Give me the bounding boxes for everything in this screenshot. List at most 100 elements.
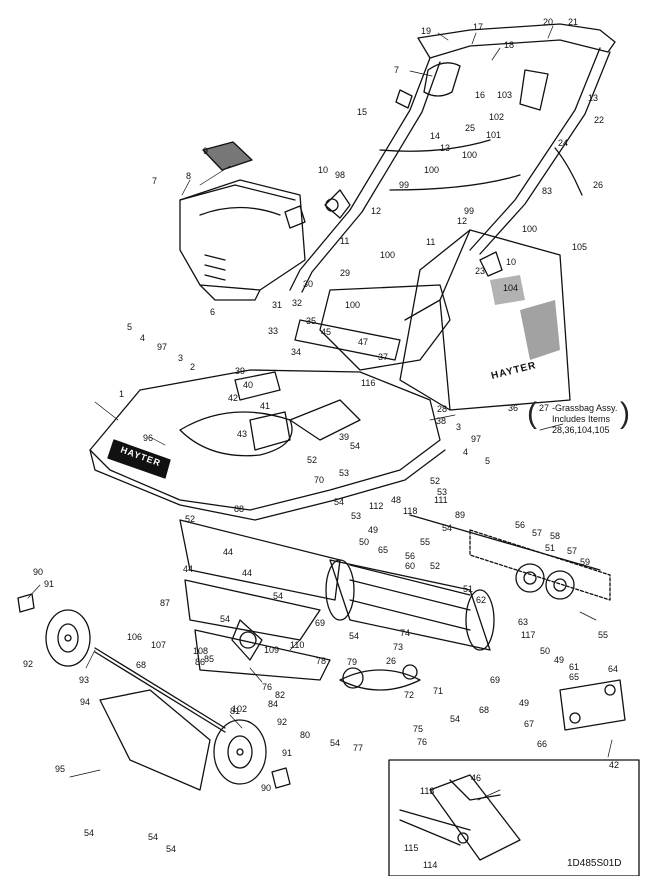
callout-label: 6 (210, 307, 216, 317)
callout-label: 52 (430, 561, 441, 571)
callout-label: 41 (260, 401, 271, 411)
callout-label: 94 (80, 697, 91, 707)
callout-label: 99 (464, 206, 475, 216)
callout-label: 115 (404, 843, 419, 853)
callout-label: 90 (33, 567, 44, 577)
callout-label: 61 (569, 662, 580, 672)
callout-label: 79 (347, 657, 358, 667)
callout-label: 54 (166, 844, 177, 854)
callout-label: 91 (44, 579, 55, 589)
callout-label: 69 (490, 675, 501, 685)
callout-label: 22 (594, 115, 605, 125)
callout-label: 96 (143, 433, 154, 443)
callout-label: 52 (185, 514, 196, 524)
callout-label: 56 (515, 520, 526, 530)
callout-label: 30 (303, 279, 314, 289)
callout-label: 53 (437, 487, 448, 497)
callout-label: 38 (436, 416, 447, 426)
callout-label: 51 (463, 584, 474, 594)
deck-chassis (89, 369, 446, 521)
callout-label: 42 (228, 393, 239, 403)
callout-label: 113 (420, 786, 435, 796)
callout-label: 35 (306, 316, 317, 326)
callout-label: 71 (433, 686, 444, 696)
callout-label: 92 (277, 717, 288, 727)
callout-label: 3 (178, 353, 184, 363)
callout-label: 50 (540, 646, 551, 656)
callout-label: 8 (186, 171, 192, 181)
callout-label: 62 (476, 595, 487, 605)
callout-label: 1 (119, 389, 125, 399)
callout-label: 48 (391, 495, 402, 505)
callout-label: 110 (290, 640, 305, 650)
callout-label: 118 (403, 506, 418, 516)
callout-label: 54 (450, 714, 461, 724)
callout-label: 57 (567, 546, 578, 556)
wheels-axle (17, 593, 291, 791)
callout-label: 93 (79, 675, 90, 685)
callout-label: 60 (405, 561, 416, 571)
callout-label: 112 (369, 501, 384, 511)
callout-label: 107 (151, 640, 167, 650)
callout-label: 14 (430, 131, 441, 141)
cutting-cylinder (325, 514, 626, 731)
callout-label: 19 (421, 26, 432, 36)
callout-label: 49 (368, 525, 379, 535)
callout-label: 15 (357, 107, 368, 117)
callout-label: 83 (542, 186, 553, 196)
callout-label: 31 (272, 300, 283, 310)
callout-label: 54 (220, 614, 231, 624)
callout-label: 91 (282, 748, 293, 758)
callout-label: 11 (426, 237, 436, 247)
callout-label: 5 (127, 322, 133, 332)
callout-label: 7 (394, 65, 400, 75)
detail-inset (388, 759, 640, 876)
callout-label: 65 (378, 545, 389, 555)
callout-label: 63 (518, 617, 529, 627)
callout-label: 116 (361, 378, 376, 388)
callout-label: 100 (462, 150, 478, 160)
callout-label: 12 (457, 216, 468, 226)
callout-label: 109 (264, 645, 280, 655)
callout-label: 70 (314, 475, 325, 485)
callout-label: 55 (420, 537, 431, 547)
callout-label: 89 (455, 510, 466, 520)
callout-label: 92 (23, 659, 34, 669)
callout-label: 54 (273, 591, 284, 601)
callout-label: 25 (465, 123, 476, 133)
callout-label: 23 (475, 266, 486, 276)
callout-label: 34 (291, 347, 302, 357)
open-bracket-glyph: ( (527, 397, 537, 430)
callout-label: 78 (316, 656, 327, 666)
callout-label: 29 (340, 268, 351, 278)
callout-label: 54 (442, 523, 453, 533)
callout-label: 97 (471, 434, 482, 444)
callout-label: 53 (351, 511, 362, 521)
callout-label: 43 (237, 429, 248, 439)
callout-label: 47 (358, 337, 369, 347)
callout-label: 80 (300, 730, 311, 740)
callout-label: 65 (569, 672, 580, 682)
callout-label: 44 (242, 568, 253, 578)
callout-label: 52 (430, 476, 441, 486)
callout-label: 3 (456, 422, 462, 432)
callout-label: 9 (203, 146, 209, 156)
callout-label: 57 (532, 528, 543, 538)
grassbag (294, 229, 571, 411)
callout-label: 68 (479, 705, 490, 715)
callout-label: 100 (522, 224, 538, 234)
handle-assembly (289, 23, 616, 293)
callout-label: 76 (417, 737, 428, 747)
callout-label: 37 (378, 352, 389, 362)
callout-label: 73 (393, 642, 404, 652)
callout-label: 26 (386, 656, 397, 666)
callout-label: 39 (339, 432, 350, 442)
callout-label: 95 (55, 764, 66, 774)
callout-label: 101 (486, 130, 502, 140)
leader-lines (27, 25, 613, 801)
callout-label: 33 (268, 326, 279, 336)
engine (179, 141, 306, 301)
callout-label: 18 (504, 40, 515, 50)
